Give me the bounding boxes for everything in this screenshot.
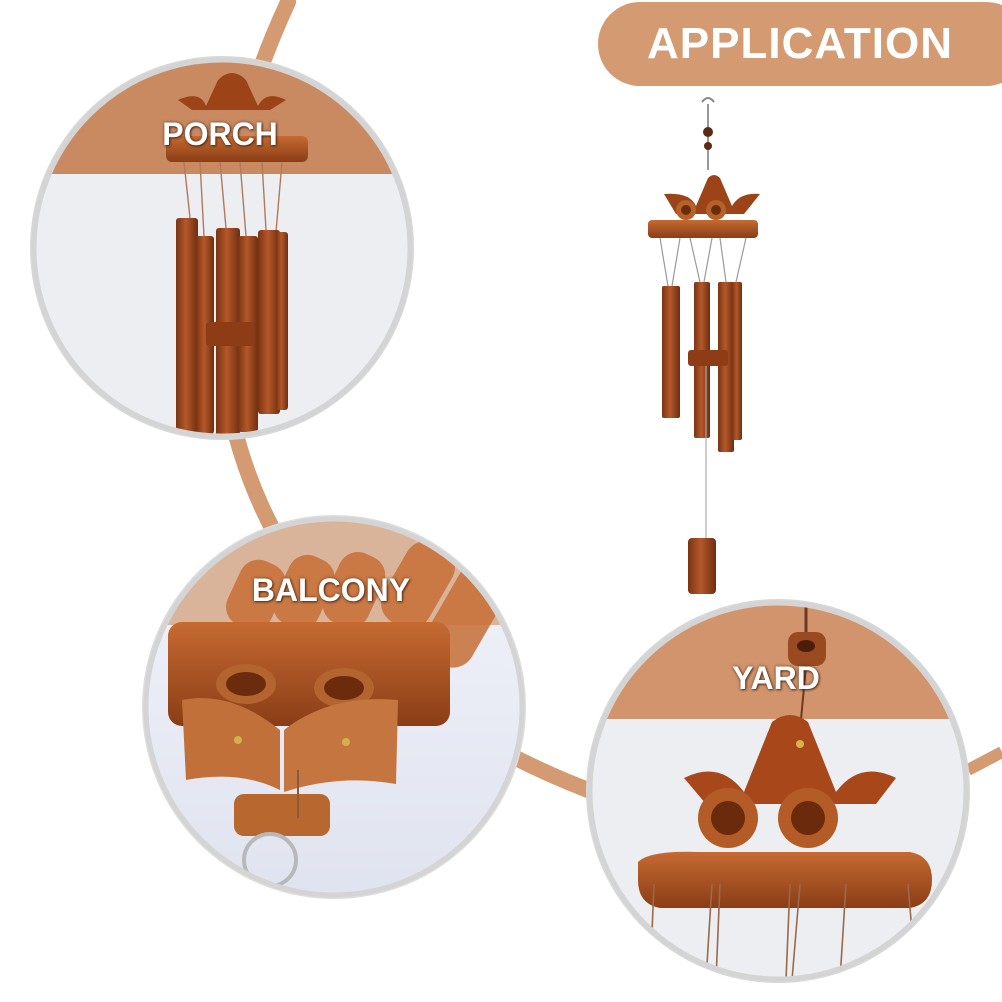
balcony-label: BALCONY: [251, 572, 411, 608]
yard-photo: [586, 599, 970, 983]
decorative-arc-right: [965, 746, 1002, 776]
wind-chime-product: [648, 97, 760, 594]
page-title: APPLICATION: [647, 19, 953, 68]
porch-photo: [30, 56, 414, 440]
yard-label: YARD: [732, 660, 820, 696]
porch-label: PORCH: [162, 116, 278, 152]
header-badge: [598, 2, 1002, 86]
balcony-photo: [142, 515, 526, 899]
